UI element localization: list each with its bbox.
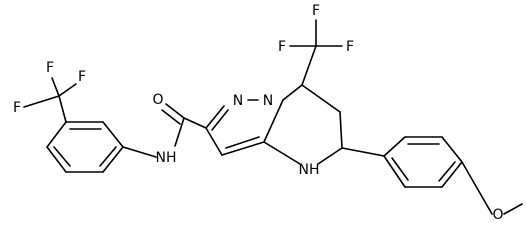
atom-label-f: F <box>312 3 320 19</box>
atom-label-layer: F F F F F F O NH N N NH O <box>13 3 504 223</box>
structure-canvas: F F F F F F O NH N N NH O <box>13 3 523 223</box>
atom-label-nh: NH <box>299 162 320 178</box>
atom-label-f: F <box>13 100 21 116</box>
atom-label-n: N <box>233 93 243 109</box>
atom-label-o: O <box>492 207 503 223</box>
atom-label-o: O <box>152 92 163 108</box>
atom-label-n: N <box>263 93 273 109</box>
atom-label-f: F <box>78 69 86 85</box>
atom-label-f: F <box>278 39 286 55</box>
bond-layer <box>23 19 523 215</box>
atom-label-nh: NH <box>156 150 177 166</box>
molecule-drawing: F F F F F F O NH N N NH O <box>13 3 523 223</box>
atom-label-f: F <box>346 39 354 55</box>
atom-label-f: F <box>46 60 54 76</box>
